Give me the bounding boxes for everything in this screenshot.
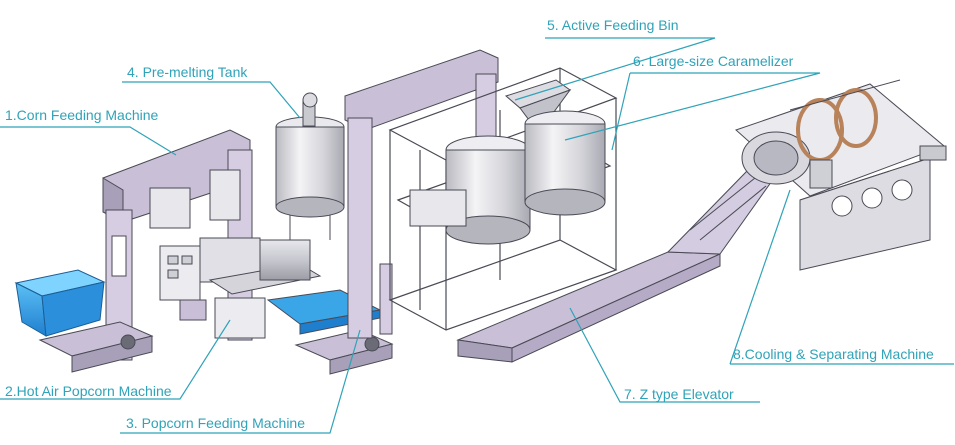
label-pre-melting-tank: 4. Pre-melting Tank	[127, 64, 248, 80]
blue-hopper-bin	[14, 269, 106, 337]
z-type-elevator	[456, 169, 775, 363]
leader-corn-feeding	[0, 126, 177, 156]
leader-premelting	[122, 81, 301, 119]
label-corn-feeding-machine: 1.Corn Feeding Machine	[5, 107, 159, 123]
label-z-type-elevator: 7. Z type Elevator	[624, 386, 734, 402]
label-active-feeding-bin: 5. Active Feeding Bin	[547, 17, 679, 33]
pre-melting-tank	[275, 92, 345, 240]
popcorn-feeding-machine	[266, 289, 394, 375]
leader-lines	[0, 37, 954, 434]
large-caramelizer	[409, 110, 606, 245]
leader-hot-air	[0, 319, 231, 400]
corn-feeding-base	[38, 321, 154, 373]
cooling-separating-machine	[735, 79, 947, 271]
leader-caramelizer-a	[564, 72, 821, 141]
center-elevator-frame	[344, 49, 499, 339]
leader-caramelizer-b	[611, 72, 631, 151]
label-popcorn-feeding-machine: 3. Popcorn Feeding Machine	[126, 415, 305, 431]
leader-cooling-stem	[729, 189, 791, 365]
label-large-size-caramelizer: 6. Large-size Caramelizer	[633, 53, 794, 69]
leader-popcorn-feeding	[120, 329, 361, 434]
hot-air-popcorn-machine	[159, 237, 322, 339]
label-cooling-separating-machine: 8.Cooling & Separating Machine	[733, 346, 934, 362]
leader-feeding-bin	[514, 37, 716, 101]
label-hot-air-popcorn-machine: 2.Hot Air Popcorn Machine	[5, 383, 172, 399]
leader-z-elevator	[569, 307, 760, 403]
